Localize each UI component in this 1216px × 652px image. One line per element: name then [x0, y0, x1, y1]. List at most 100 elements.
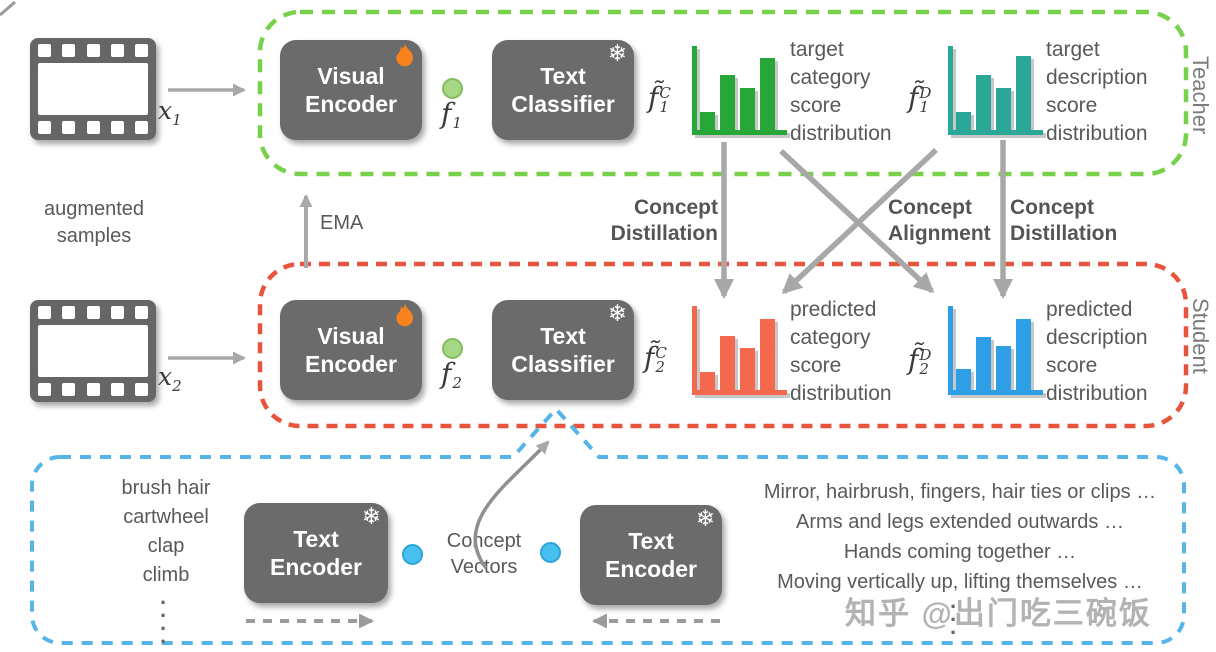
- sprocket-hole: [86, 383, 100, 396]
- corner-artifact: [0, 0, 16, 17]
- box-label: Visual: [317, 62, 385, 89]
- box-label: Encoder: [304, 351, 398, 377]
- description-list: Mirror, hairbrush, fingers, hair ties or…: [740, 477, 1180, 597]
- sprocket-hole: [110, 121, 124, 134]
- class-name: cartwheel: [123, 506, 209, 528]
- snowflake-icon: ❄: [361, 504, 381, 530]
- box-label: Encoder: [604, 556, 698, 582]
- description-line: Mirror, hairbrush, fingers, hair ties or…: [763, 481, 1157, 503]
- feature-dot-f2: [442, 338, 463, 359]
- sprocket-hole: [62, 306, 76, 319]
- description-line: Hands coming together …: [843, 541, 1077, 563]
- sprocket-hole: [38, 121, 51, 134]
- chart-bar: [740, 348, 755, 390]
- snowflake-icon: ❄: [695, 506, 715, 532]
- sprocket-hole: [38, 383, 51, 396]
- concept-vector-dot-right: [540, 542, 561, 563]
- box-label: Visual: [317, 322, 385, 349]
- chart-bar: [700, 111, 715, 130]
- class-name-list: brush hair cartwheel clap climb: [96, 474, 236, 590]
- sprocket-hole: [62, 121, 76, 134]
- student-description-chart: [948, 306, 1043, 395]
- snowflake-icon: ❄: [607, 41, 627, 67]
- chart-bar: [1016, 56, 1031, 130]
- sprocket-hole: [110, 383, 124, 396]
- chart-bar: [740, 88, 755, 130]
- chart-bar: [760, 319, 775, 390]
- watermark: 知乎 @出门吃三碗饭: [845, 596, 1152, 631]
- student-side-label: Student: [1188, 298, 1213, 374]
- chart-bar: [720, 336, 735, 390]
- chart-bar: [956, 111, 971, 130]
- film-frame: [38, 63, 148, 115]
- box-label: Text: [628, 527, 674, 554]
- teacher-description-chart: [948, 46, 1043, 135]
- teacher-text-classifier-box: ❄ Text Classifier: [492, 40, 634, 140]
- box-label: Text: [540, 322, 586, 349]
- chart-bar: [976, 337, 991, 390]
- sprocket-hole: [38, 306, 51, 319]
- sprocket-hole: [62, 383, 76, 396]
- box-label: Encoder: [304, 91, 398, 117]
- sprocket-hole: [86, 306, 100, 319]
- text-encoder-right-box: ❄ Text Encoder: [580, 505, 722, 605]
- chart-bar: [996, 346, 1011, 390]
- chart-bar: [956, 369, 971, 390]
- concept-vector-dot-left: [402, 544, 423, 565]
- sprocket-hole: [110, 44, 124, 57]
- sprocket-hole: [86, 44, 100, 57]
- film-sprockets: [38, 44, 148, 57]
- chart-bar: [720, 74, 735, 130]
- sprocket-hole: [62, 44, 76, 57]
- chart-bar: [976, 74, 991, 130]
- chart-bar: [996, 88, 1011, 130]
- student-category-chart: [692, 306, 787, 395]
- text-encoder-left-box: ❄ Text Encoder: [244, 503, 388, 603]
- ema-label: EMA: [320, 212, 364, 234]
- box-label: Encoder: [269, 554, 363, 580]
- x2-label: x2: [158, 362, 182, 395]
- sprocket-hole: [86, 121, 100, 134]
- chart-bar: [1016, 318, 1031, 390]
- box-label: Classifier: [511, 351, 615, 377]
- film-sprockets: [38, 383, 148, 396]
- sprocket-hole: [135, 44, 148, 57]
- chart-bar: [760, 57, 775, 130]
- class-name: brush hair: [121, 477, 211, 499]
- feature-dot-f1: [442, 78, 463, 99]
- class-list-ellipsis: · · · ·: [160, 590, 168, 652]
- teacher-side-label: Teacher: [1188, 56, 1213, 135]
- sprocket-hole: [38, 44, 51, 57]
- box-label: Text: [540, 62, 586, 89]
- student-visual-encoder-box: Visual Encoder: [280, 300, 422, 400]
- x1-label: x1: [158, 96, 182, 129]
- film-frame: [38, 325, 148, 377]
- video-sample-x1: [30, 38, 156, 140]
- description-line: Arms and legs extended outwards …: [796, 511, 1124, 533]
- teacher-category-chart: [692, 46, 787, 135]
- snowflake-icon: ❄: [607, 301, 627, 327]
- fire-icon: [394, 43, 415, 75]
- box-label: Classifier: [511, 91, 615, 117]
- sprocket-hole: [135, 383, 148, 396]
- class-name: climb: [142, 564, 190, 586]
- film-sprockets: [38, 306, 148, 319]
- video-sample-x2: [30, 300, 156, 402]
- teacher-visual-encoder-box: Visual Encoder: [280, 40, 422, 140]
